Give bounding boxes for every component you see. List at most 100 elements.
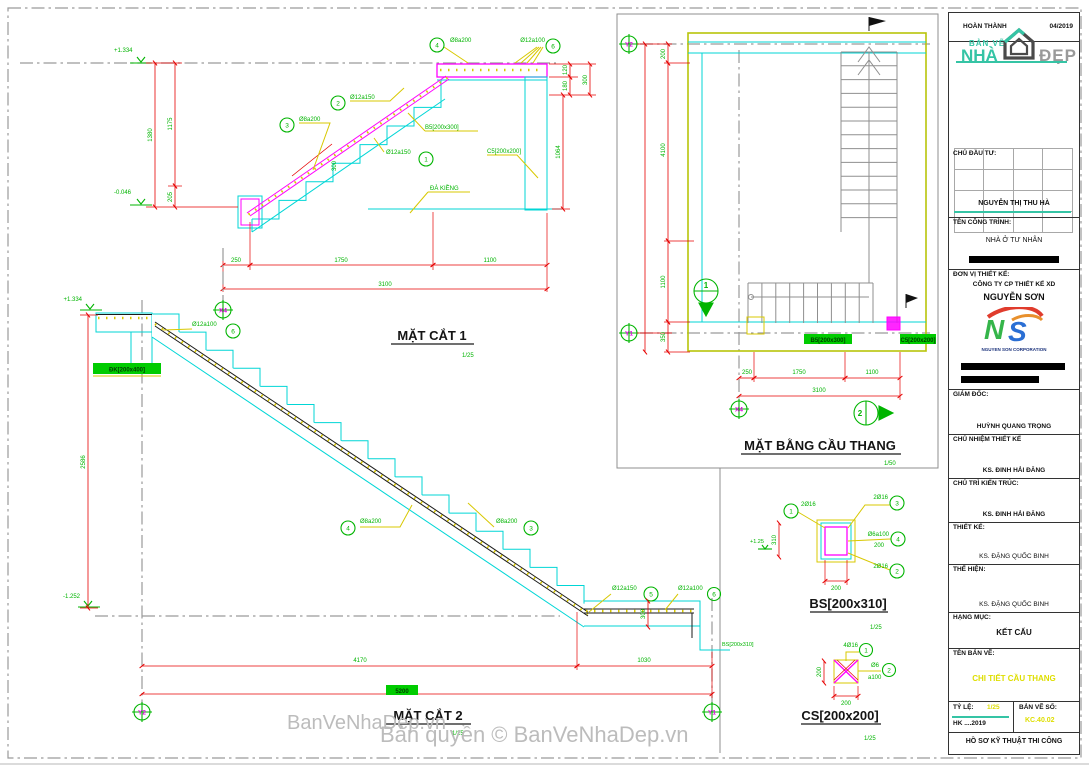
section1-scale: 1/25 [462, 353, 474, 359]
svg-text:3100: 3100 [378, 282, 392, 288]
svg-text:5200: 5200 [395, 689, 409, 695]
callout-dist-bar-3: 3 Ø8a200 [279, 117, 331, 171]
grid-marker-x4: X4 [213, 300, 233, 320]
svg-text:+1.25: +1.25 [750, 539, 764, 545]
bs-callout-1: 1 2Ø16 [783, 502, 816, 519]
plan-stair-upper [840, 46, 898, 323]
number-label: BẢN VẼ SỐ: [1019, 704, 1057, 711]
svg-text:Y2: Y2 [138, 710, 146, 717]
svg-text:1: 1 [704, 281, 709, 290]
column-c5 [524, 76, 548, 211]
tb-category: HẠNG MỤC: KẾT CẤU [949, 612, 1079, 649]
watermark-1: BanVeNhaDep.vn [287, 712, 446, 734]
svg-text:250: 250 [231, 258, 242, 264]
brand-logo-top-text: BẢN VẼ [969, 39, 1006, 48]
callout-s2-mid-right: 3 Ø8a200 [467, 502, 539, 536]
svg-text:4Ø16: 4Ø16 [843, 643, 858, 649]
tb-drawing-name: TÊN BẢN VẼ: CHI TIẾT CẦU THANG [949, 648, 1079, 702]
svg-text:1750: 1750 [334, 258, 348, 264]
svg-text:200: 200 [874, 543, 885, 549]
svg-text:2Ø16: 2Ø16 [873, 495, 888, 501]
watermark-2: Bản quyền © BanVeNhaDep.vn [380, 722, 689, 747]
svg-text:Ø8a200: Ø8a200 [299, 117, 321, 123]
drawing-name-value: CHI TIẾT CẦU THANG [972, 674, 1056, 683]
bs-callout-4: 4 Ø6a100 200 [868, 531, 906, 549]
designer-line1: CÔNG TY CP THIẾT KẾ XD [972, 281, 1056, 288]
ns-logo: N S [984, 307, 1044, 343]
svg-text:4170: 4170 [353, 658, 367, 664]
date-label: 04/2019 [1049, 23, 1074, 30]
svg-text:2586: 2586 [81, 455, 87, 469]
investor-value: NGUYỄN THỊ THU HÀ [978, 200, 1050, 207]
section1-title: MẶT CẮT 1 [397, 328, 466, 343]
grid-marker-x4-plan: X4 [729, 399, 749, 419]
tb-designer: ĐƠN VỊ THIẾT KẾ: CÔNG TY CP THIẾT KẾ XD … [949, 269, 1079, 390]
beam-label-b5: B5[200x300] [407, 112, 478, 132]
plan-stair-lower [747, 282, 874, 323]
svg-text:1064: 1064 [556, 145, 562, 159]
beam-label-dk: ĐK[200x400] [93, 363, 161, 377]
number-cell: BẢN VẼ SỐ: KC.40.02 [1013, 701, 1079, 732]
svg-text:Ø12a100: Ø12a100 [520, 38, 545, 44]
tb-drafter: THỂ HIỆN: KS. ĐẶNG QUỐC BINH [949, 564, 1079, 613]
category-value: KẾT CẤU [996, 628, 1032, 637]
bs-detail: 1 2Ø16 3 2Ø16 4 Ø6a100 200 2 2Ø16 +1.25 … [750, 495, 906, 631]
tb-design: THIẾT KẾ: KS. ĐẶNG QUỐC BINH [949, 522, 1079, 565]
svg-text:Y1: Y1 [708, 710, 716, 717]
svg-text:205: 205 [168, 191, 174, 202]
project-value: NHÀ Ở TƯ NHÂN [985, 237, 1043, 244]
svg-text:-1.252: -1.252 [63, 594, 81, 600]
project-label: TÊN CÔNG TRÌNH: [953, 219, 1012, 226]
plan-column-yellow [746, 316, 765, 335]
section2-scale: 1/25 [452, 731, 464, 737]
svg-text:Ø12a150: Ø12a150 [612, 586, 637, 592]
svg-text:ĐÀ KIỀNG: ĐÀ KIỀNG [430, 185, 459, 192]
svg-text:C5[200x200]: C5[200x200] [900, 338, 935, 344]
redacted-bar [961, 376, 1039, 383]
grid-marker-y2-s2: Y2 [132, 702, 152, 722]
callout-top-slab: 4 Ø8a200 [429, 37, 472, 64]
drafter-value: KS. ĐẶNG QUỐC BINH [979, 601, 1049, 608]
ns-logo-subtext: NGUYEN SON CORPORATION [981, 347, 1047, 352]
svg-text:3: 3 [895, 501, 899, 508]
brand-logo-name1: NHÀ [961, 46, 998, 65]
tb-chief-architect: CHỦ TRÌ KIẾN TRÚC: KS. ĐINH HẢI ĐĂNG [949, 478, 1079, 523]
svg-text:Ø8a200: Ø8a200 [360, 519, 382, 525]
svg-text:Ø6a100: Ø6a100 [868, 532, 890, 538]
footer-text: HỒ SƠ KỸ THUẬT THI CÔNG [965, 738, 1063, 745]
bs-callout-2: 2 2Ø16 [873, 563, 905, 579]
callout-s2-landing-1: 5 Ø12a150 [588, 586, 659, 613]
elevation-bottom [130, 198, 152, 206]
status-label: HOÀN THÀNH [963, 23, 1007, 30]
svg-text:B5[200x300]: B5[200x300] [810, 338, 845, 344]
tb-director: GIÁM ĐỐC: HUỲNH QUANG TRỌNG [949, 389, 1079, 435]
svg-text:300: 300 [332, 160, 338, 171]
cs-callout-1: 1 4Ø16 [843, 642, 874, 658]
svg-text:2: 2 [858, 409, 863, 418]
drawing-name-label: TÊN BẢN VẼ: [953, 650, 995, 657]
director-label: GIÁM ĐỐC: [953, 391, 989, 398]
bs-ref-label: BS[200x310] [722, 642, 754, 648]
s2-elevation-top [80, 303, 102, 311]
number-value: KC.40.02 [1025, 717, 1055, 724]
svg-text:4: 4 [435, 43, 439, 50]
svg-text:4: 4 [346, 526, 350, 533]
svg-text:4: 4 [896, 537, 900, 544]
top-landing [95, 312, 153, 333]
grid-marker-y1-s2: Y1 [702, 702, 722, 722]
brand-divider [956, 61, 1067, 63]
s2-elevation-bottom [78, 600, 100, 608]
svg-text:1380: 1380 [148, 128, 154, 142]
design-manager-value: KS. ĐINH HẢI ĐĂNG [982, 467, 1046, 474]
callout-s2-top: 6 Ø12a100 [162, 322, 241, 339]
design-manager-label: CHỦ NHIỆM THIẾT KẾ [953, 436, 1022, 443]
svg-text:5: 5 [649, 592, 653, 599]
scale-sub: HK ....2019 [953, 720, 986, 727]
svg-text:1100: 1100 [866, 370, 880, 376]
cut-flag-top [868, 17, 886, 31]
svg-text:300: 300 [641, 608, 647, 619]
plan-walls [687, 32, 927, 352]
landing-slab [436, 63, 548, 78]
section2-drawing: BS[200x310] 6 Ø12a100 4 Ø8a200 3 Ø8a200 … [63, 297, 754, 737]
bs-title: BS[200x310] [809, 596, 886, 611]
